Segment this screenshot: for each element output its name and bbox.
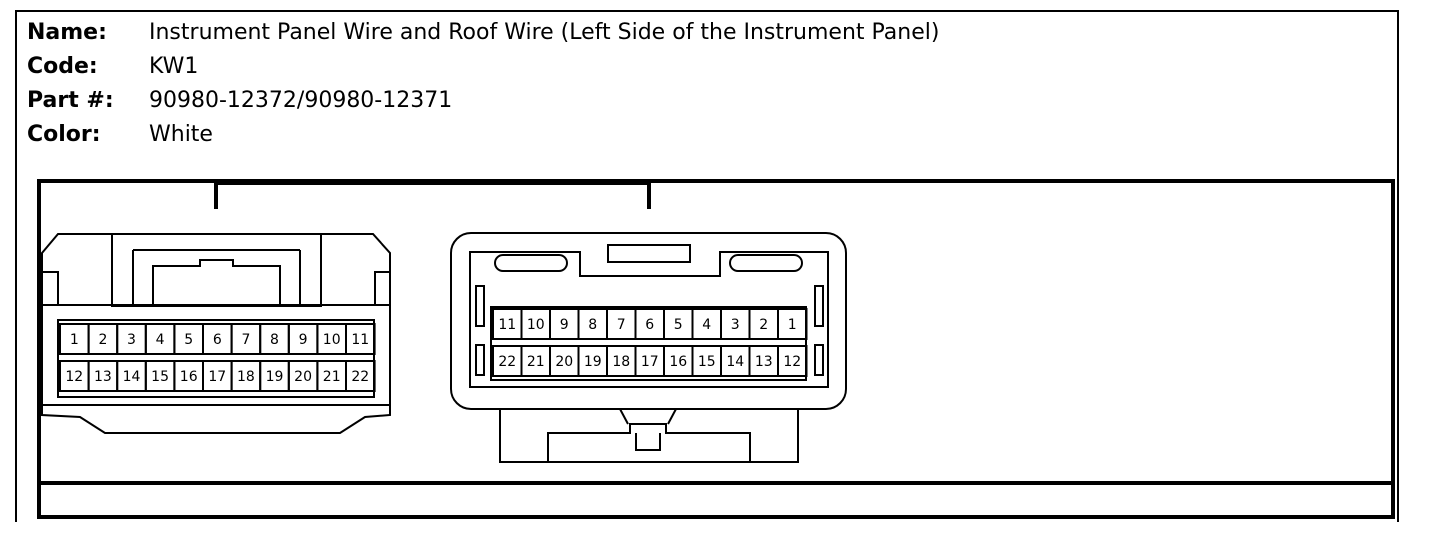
color-row: Color: White: [27, 118, 939, 152]
right-connector-inner-frame: [469, 251, 829, 388]
right-connector-pin-cell: [777, 345, 808, 377]
right-connector-right-slot: [729, 254, 803, 272]
left-connector-pin-label: 13: [94, 369, 112, 385]
right-connector-pin-label: 17: [641, 354, 659, 370]
left-connector-pin-label: 22: [351, 369, 369, 385]
right-connector-body: [450, 232, 847, 410]
code-value: KW1: [149, 54, 199, 79]
right-connector-pin-label: 1: [788, 317, 797, 333]
part-label: Part #:: [27, 88, 114, 113]
left-connector-pin-label: 15: [151, 369, 169, 385]
left-connector-pin-label: 2: [98, 332, 107, 348]
right-connector-left-guide-bottom: [475, 344, 485, 376]
right-connector-pin-label: 3: [731, 317, 740, 333]
left-connector-pin-label: 4: [156, 332, 165, 348]
right-connector-pin-label: 16: [669, 354, 687, 370]
name-label: Name:: [27, 20, 107, 45]
left-connector-pin-label: 14: [123, 369, 141, 385]
right-connector-pin-label: 19: [584, 354, 602, 370]
left-connector-pin-label: 20: [294, 369, 312, 385]
right-connector-pin-label: 4: [702, 317, 711, 333]
name-row: Name: Instrument Panel Wire and Roof Wir…: [27, 16, 939, 50]
right-connector-pin-label: 21: [527, 354, 545, 370]
right-connector-left-guide-top: [475, 285, 485, 327]
left-connector-pin-label: 1: [70, 332, 79, 348]
left-connector-pin-label: 17: [208, 369, 226, 385]
right-connector-pin-label: 12: [783, 354, 801, 370]
right-connector-pin-label: 20: [555, 354, 573, 370]
color-value: White: [149, 122, 213, 147]
left-connector-side-rails: [42, 271, 390, 306]
left-connector-pin-label: 18: [237, 369, 255, 385]
left-connector-pin-label: 3: [127, 332, 136, 348]
right-connector-pin-label: 7: [617, 317, 626, 333]
left-connector-pin-area: [57, 319, 375, 398]
right-connector-pin-label: 5: [674, 317, 683, 333]
right-connector-pin-label: 10: [527, 317, 545, 333]
right-connector-pin-label: 9: [560, 317, 569, 333]
left-connector-pin-label: 19: [266, 369, 284, 385]
right-connector-right-guide-top: [814, 285, 824, 327]
view-bracket: [214, 181, 651, 209]
right-connector-pin-label: 11: [498, 317, 516, 333]
left-connector-lock-inner: [132, 249, 301, 306]
right-connector-key: [607, 244, 691, 263]
diagram-frame: [15, 10, 1399, 522]
right-connector-pin-label: 22: [498, 354, 516, 370]
left-connector-pin-label: 12: [65, 369, 83, 385]
left-connector-pin-label: 9: [299, 332, 308, 348]
name-value: Instrument Panel Wire and Roof Wire (Lef…: [149, 20, 940, 45]
right-connector-right-guide-bottom: [814, 344, 824, 376]
right-connector-pin-label: 15: [698, 354, 716, 370]
right-connector-pin-label: 13: [755, 354, 773, 370]
left-connector-pin-cell: [345, 360, 376, 392]
right-connector-pin-label: 6: [645, 317, 654, 333]
left-connector-pin-label: 7: [241, 332, 250, 348]
left-connector-lock-outer: [111, 234, 322, 307]
left-connector-pin-label: 10: [323, 332, 341, 348]
right-connector-pin-area: [490, 306, 807, 381]
part-value: 90980-12372/90980-12371: [149, 88, 453, 113]
drawing-box: [37, 179, 1395, 519]
part-row: Part #: 90980-12372/90980-12371: [27, 84, 939, 118]
left-connector-pin-label: 5: [184, 332, 193, 348]
right-connector-pin-label: 2: [759, 317, 768, 333]
right-connector-pin-label: 14: [726, 354, 744, 370]
code-row: Code: KW1: [27, 50, 939, 84]
color-label: Color:: [27, 122, 101, 147]
right-connector-left-slot: [494, 254, 568, 272]
left-connector-pin-cell: [345, 323, 376, 355]
connector-info: Name: Instrument Panel Wire and Roof Wir…: [27, 16, 939, 152]
left-connector-pin-label: 6: [213, 332, 222, 348]
right-connector-pin-label: 8: [588, 317, 597, 333]
left-connector-pin-label: 21: [323, 369, 341, 385]
left-connector-body: [41, 233, 391, 434]
code-label: Code:: [27, 54, 98, 79]
left-connector-lock-tab: [152, 259, 281, 306]
left-connector-pin-label: 8: [270, 332, 279, 348]
right-connector-pin-label: 18: [612, 354, 630, 370]
right-connector-latch: [499, 409, 799, 463]
right-connector-pin-cell: [777, 308, 808, 340]
left-connector-pin-label: 16: [180, 369, 198, 385]
left-connector-pin-label: 11: [351, 332, 369, 348]
right-connector-latch-detail: [547, 408, 751, 462]
